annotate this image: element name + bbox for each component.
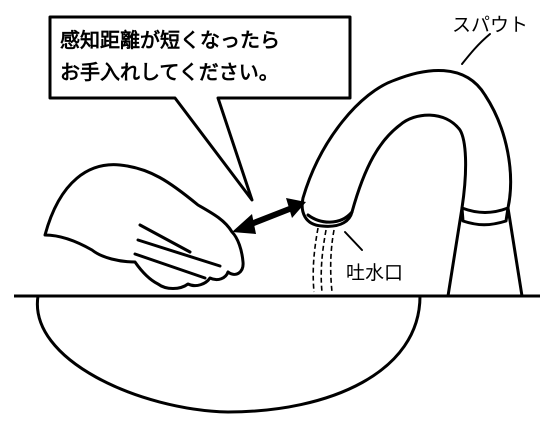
outlet-leader [344, 231, 363, 251]
water-stream [312, 227, 335, 293]
distance-arrow [232, 198, 306, 234]
spout-leader [461, 33, 491, 65]
callout-line-1: 感知距離が短くなったら [60, 28, 280, 52]
callout-line-2: お手入れしてください。 [60, 60, 279, 84]
hand-finger-line-1 [138, 223, 192, 254]
spout-collar [460, 206, 510, 227]
spout-label: スパウト [452, 14, 529, 36]
basin-bowl [35, 294, 422, 414]
faucet-spout [300, 68, 524, 298]
callout-box [48, 15, 352, 202]
hand-finger-line-2 [136, 238, 222, 268]
hand-finger-line-3 [133, 252, 207, 280]
nozzle [306, 210, 354, 224]
outlet-label: 吐水口 [346, 262, 404, 284]
